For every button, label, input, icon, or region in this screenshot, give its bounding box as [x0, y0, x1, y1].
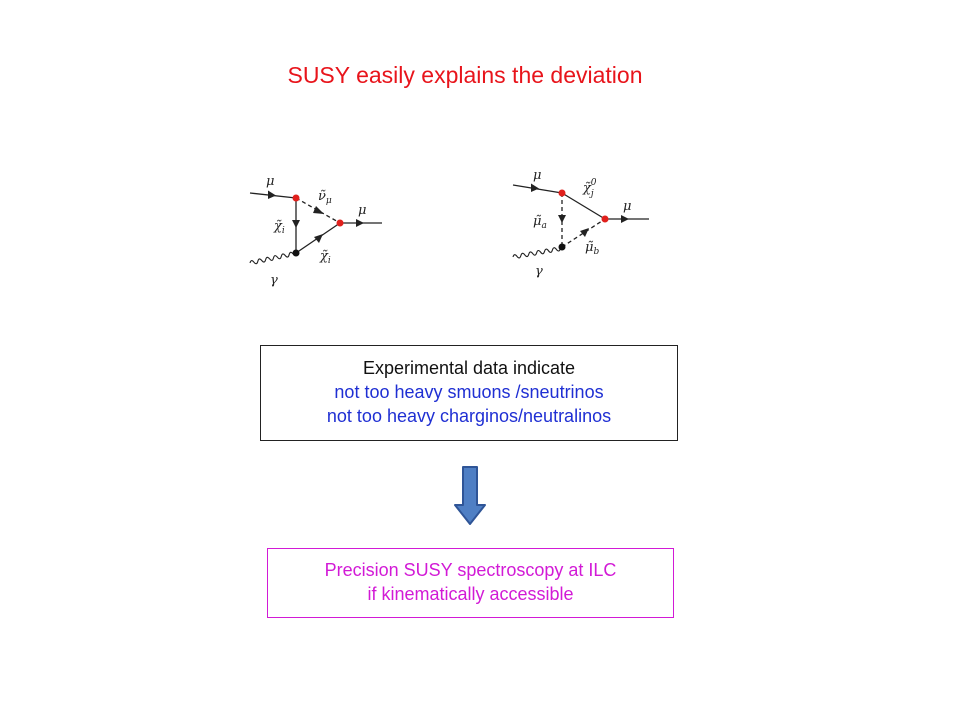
label-smuon-a: μ̃a [533, 214, 547, 231]
label-mu-out: μ [623, 199, 631, 214]
label-chargino-right: χ̃i [319, 249, 331, 266]
smuons-line: not too heavy smuons /sneutrinos [334, 382, 604, 402]
conclusion-line-2: if kinematically accessible [367, 584, 574, 604]
experimental-data-heading: Experimental data indicate [362, 358, 576, 378]
label-neutralino: χ̃j0 [582, 178, 597, 199]
conclusion-line-1: Precision SUSY spectroscopy at ILC [324, 560, 617, 580]
label-photon: γ [535, 264, 543, 279]
label-chargino-left: χ̃i [273, 219, 285, 236]
label-mu-in: μ [533, 168, 541, 183]
label-smuon-b: μ̃b [585, 240, 599, 257]
label-mu-out: μ [358, 203, 366, 218]
slide-title: SUSY easily explains the deviation [287, 62, 643, 88]
label-photon: γ [270, 273, 278, 288]
feynman-diagram-neutralino-loop: μ χ̃j0 μ μ̃a μ̃b γ [505, 165, 665, 285]
charginos-line: not too heavy charginos/neutralinos [326, 406, 612, 426]
down-arrow-icon [452, 465, 488, 532]
feynman-diagram-chargino-loop: μ ν̃μ μ χ̃i χ̃i γ [240, 168, 400, 293]
experimental-data-box: Experimental data indicate not too heavy… [260, 345, 678, 441]
label-mu-in: μ [266, 174, 274, 189]
label-sneutrino: ν̃μ [318, 189, 332, 206]
conclusion-box: Precision SUSY spectroscopy at ILC if ki… [267, 548, 674, 618]
